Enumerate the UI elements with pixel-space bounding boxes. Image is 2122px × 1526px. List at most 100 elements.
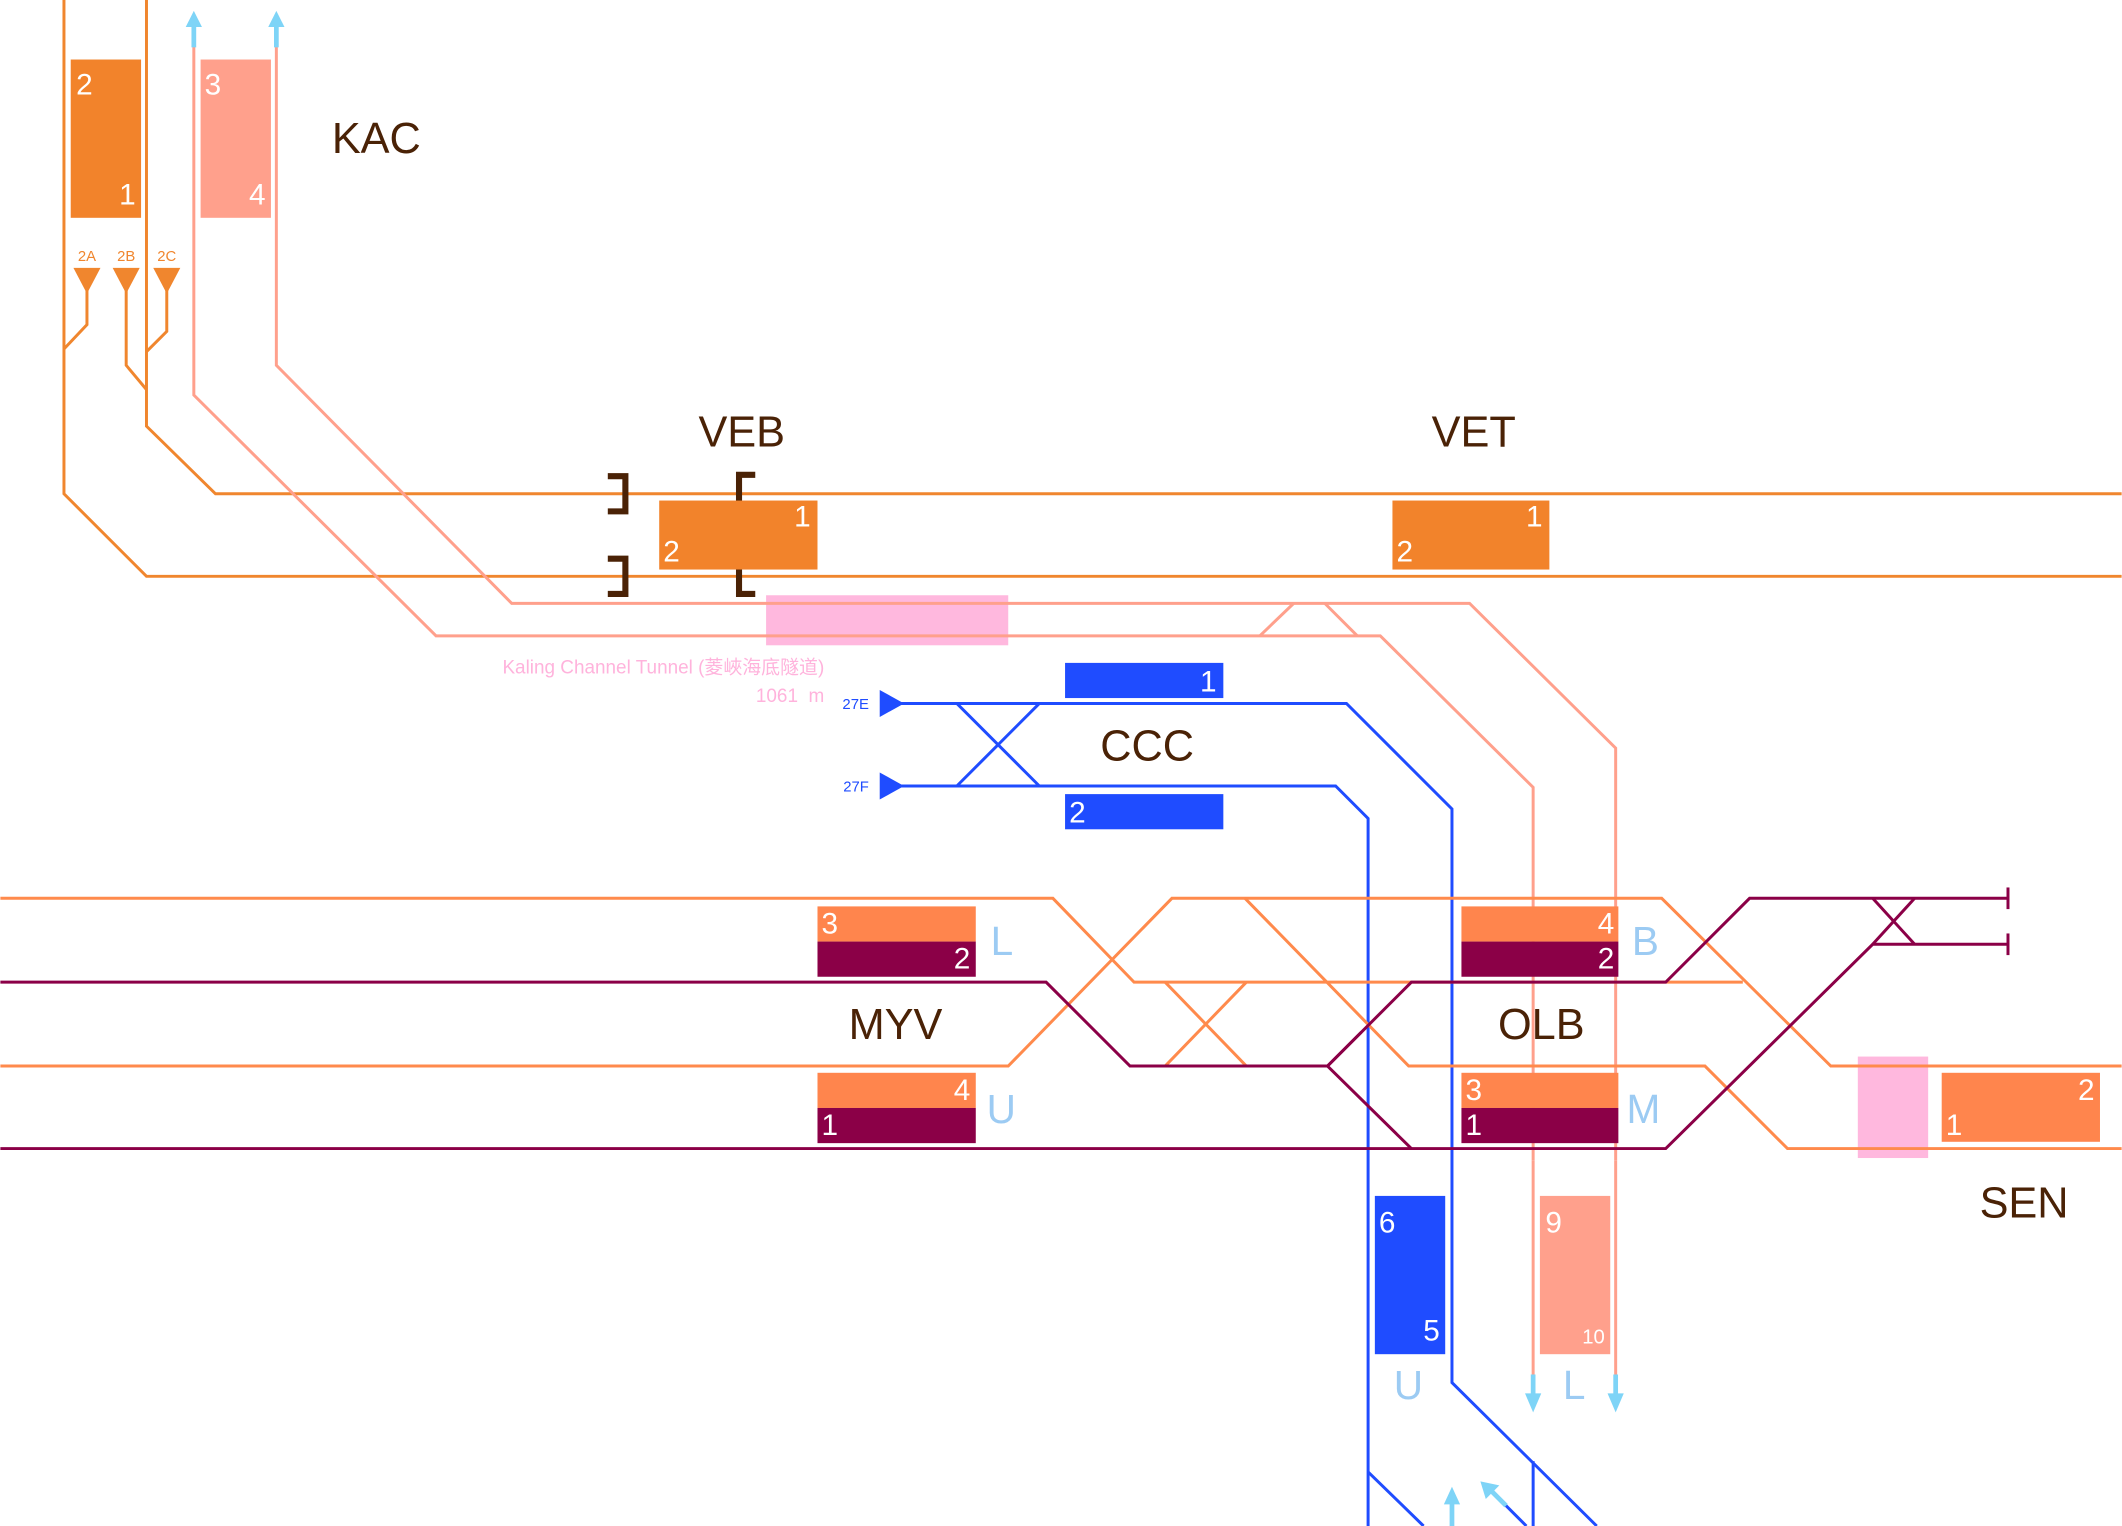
track-blue-1 <box>901 701 1598 1526</box>
platform-kac-3-4: 3 4 <box>200 59 271 218</box>
direction-arrows <box>185 10 1624 1526</box>
platform-number: 1 <box>1526 500 1543 533</box>
platform-number: 4 <box>249 178 266 211</box>
track-label-2b: 2B <box>117 249 135 265</box>
platform-sen: 2 1 <box>1941 1072 2100 1142</box>
track-label-27f: 27F <box>843 779 869 795</box>
track-salmon-a <box>192 24 1535 1161</box>
platform-veb: 1 2 <box>659 500 818 570</box>
triangle-marker-icon <box>879 772 905 800</box>
platform-number: 4 <box>1598 907 1615 940</box>
platform-number: 10 <box>1582 1326 1605 1348</box>
track-blue-branch-1 <box>1367 1470 1425 1526</box>
bracket-icon <box>607 473 629 515</box>
tunnel-length: 1061 m <box>756 686 824 707</box>
platform-number: 3 <box>1465 1074 1482 1107</box>
track-blue-crossover-2 <box>955 702 1041 788</box>
platform-number: 1 <box>119 178 136 211</box>
platform-number: 5 <box>1423 1315 1440 1348</box>
track-lower-orange-2 <box>0 896 2122 1068</box>
orange-line-tracks <box>62 0 2122 578</box>
level-label-olb-salmon: L <box>1563 1362 1586 1408</box>
platform-ccc-1: 1 <box>1065 662 1224 698</box>
track-salmon-crossover-1 <box>1258 602 1295 637</box>
arrow-diag-icon <box>1480 1481 1500 1499</box>
track-maroon-x2 <box>1871 897 1916 946</box>
station-name-olb: OLB <box>1498 1001 1585 1049</box>
platform-kac-1-2: 2 1 <box>70 59 142 218</box>
track-2a-branch <box>62 284 89 351</box>
level-label-olb-upper: B <box>1632 918 1659 964</box>
platform-number: 3 <box>205 69 222 102</box>
arrow-down-icon <box>1607 1393 1624 1413</box>
platform-number: 2 <box>2078 1074 2095 1107</box>
arrow-up-icon <box>185 10 202 28</box>
platform-olb-salmon: 9 10 <box>1539 1195 1611 1355</box>
track-orange-a <box>62 0 2122 578</box>
track-salmon-b <box>274 24 1618 1161</box>
platform-ccc-2: 2 <box>1065 794 1224 830</box>
track-lower-orange-x2 <box>1164 981 1248 1068</box>
platform-number: 2 <box>1069 797 1086 830</box>
arrow-up-icon <box>1443 1486 1461 1505</box>
station-name-vet: VET <box>1432 408 1516 456</box>
platform-number: 9 <box>1545 1206 1562 1239</box>
platform-olb-lower: 3 1 <box>1461 1072 1619 1144</box>
track-label-2a: 2A <box>78 249 96 265</box>
platform-number: 1 <box>822 1109 839 1142</box>
track-label-27e: 27E <box>842 697 869 713</box>
triangle-marker-icon <box>73 267 101 294</box>
platform-olb-upper: 4 2 <box>1461 906 1619 977</box>
track-lower-orange-3 <box>1243 897 2122 1151</box>
platform-myv-lower: 4 1 <box>817 1072 976 1144</box>
platform-number: 3 <box>822 907 839 940</box>
platform-olb-blue: 6 5 <box>1374 1195 1446 1355</box>
track-salmon-crossover-2 <box>1323 602 1359 637</box>
salmon-line-tracks <box>192 24 1618 1401</box>
station-name-veb: VEB <box>698 408 785 456</box>
platform-myv-upper: 3 2 <box>817 906 976 977</box>
track-2c-branch <box>145 284 169 353</box>
platform-number: 1 <box>794 500 811 533</box>
platform-number: 1 <box>1465 1109 1482 1142</box>
track-maroon-4 <box>1326 1031 1363 1068</box>
track-blue-2 <box>901 784 1370 1526</box>
platform-vet: 1 2 <box>1392 500 1550 570</box>
departure-markers-kac: 2A 2B 2C <box>73 249 181 294</box>
lower-orange-tracks <box>0 896 2122 1151</box>
station-name-kac: KAC <box>332 115 421 163</box>
level-label-myv-lower: U <box>987 1086 1016 1132</box>
triangle-marker-icon <box>153 267 181 294</box>
track-maroon-1 <box>0 896 2008 1068</box>
track-orange-b <box>144 0 2122 496</box>
level-label-olb-blue: U <box>1394 1362 1423 1408</box>
platform-number: 2 <box>76 69 93 102</box>
platform-number: 1 <box>1200 665 1217 698</box>
platform-number: 2 <box>1598 943 1615 976</box>
platform-number: 6 <box>1379 1206 1396 1239</box>
tunnel-name: Kaling Channel Tunnel (菱峽海底隧道) <box>502 657 824 679</box>
triangle-marker-icon <box>112 267 140 294</box>
track-label-2c: 2C <box>157 249 176 265</box>
track-maroon-3 <box>1326 1064 1413 1150</box>
station-name-myv: MYV <box>849 1001 943 1049</box>
level-label-olb-lower: M <box>1626 1086 1660 1132</box>
platform-number: 1 <box>1946 1109 1963 1142</box>
arrow-up-icon <box>268 10 285 28</box>
tunnel-zone-sen <box>1857 1056 1929 1159</box>
station-name-sen: SEN <box>1980 1180 2069 1228</box>
triangle-marker-icon <box>879 689 905 718</box>
bracket-icon <box>607 555 629 597</box>
station-name-ccc: CCC <box>1100 722 1194 770</box>
track-2b-branch <box>124 284 148 391</box>
platform-number: 2 <box>1397 535 1414 568</box>
arrow-down-icon <box>1525 1393 1542 1413</box>
platform-number: 2 <box>663 535 680 568</box>
maroon-line-tracks <box>0 887 2010 1151</box>
platform-number: 2 <box>954 943 971 976</box>
departure-markers-ccc: 27E 27F <box>842 689 905 800</box>
track-maroon-2 <box>0 942 2008 1151</box>
platform-number: 4 <box>954 1074 971 1107</box>
level-label-myv-upper: L <box>991 918 1014 964</box>
